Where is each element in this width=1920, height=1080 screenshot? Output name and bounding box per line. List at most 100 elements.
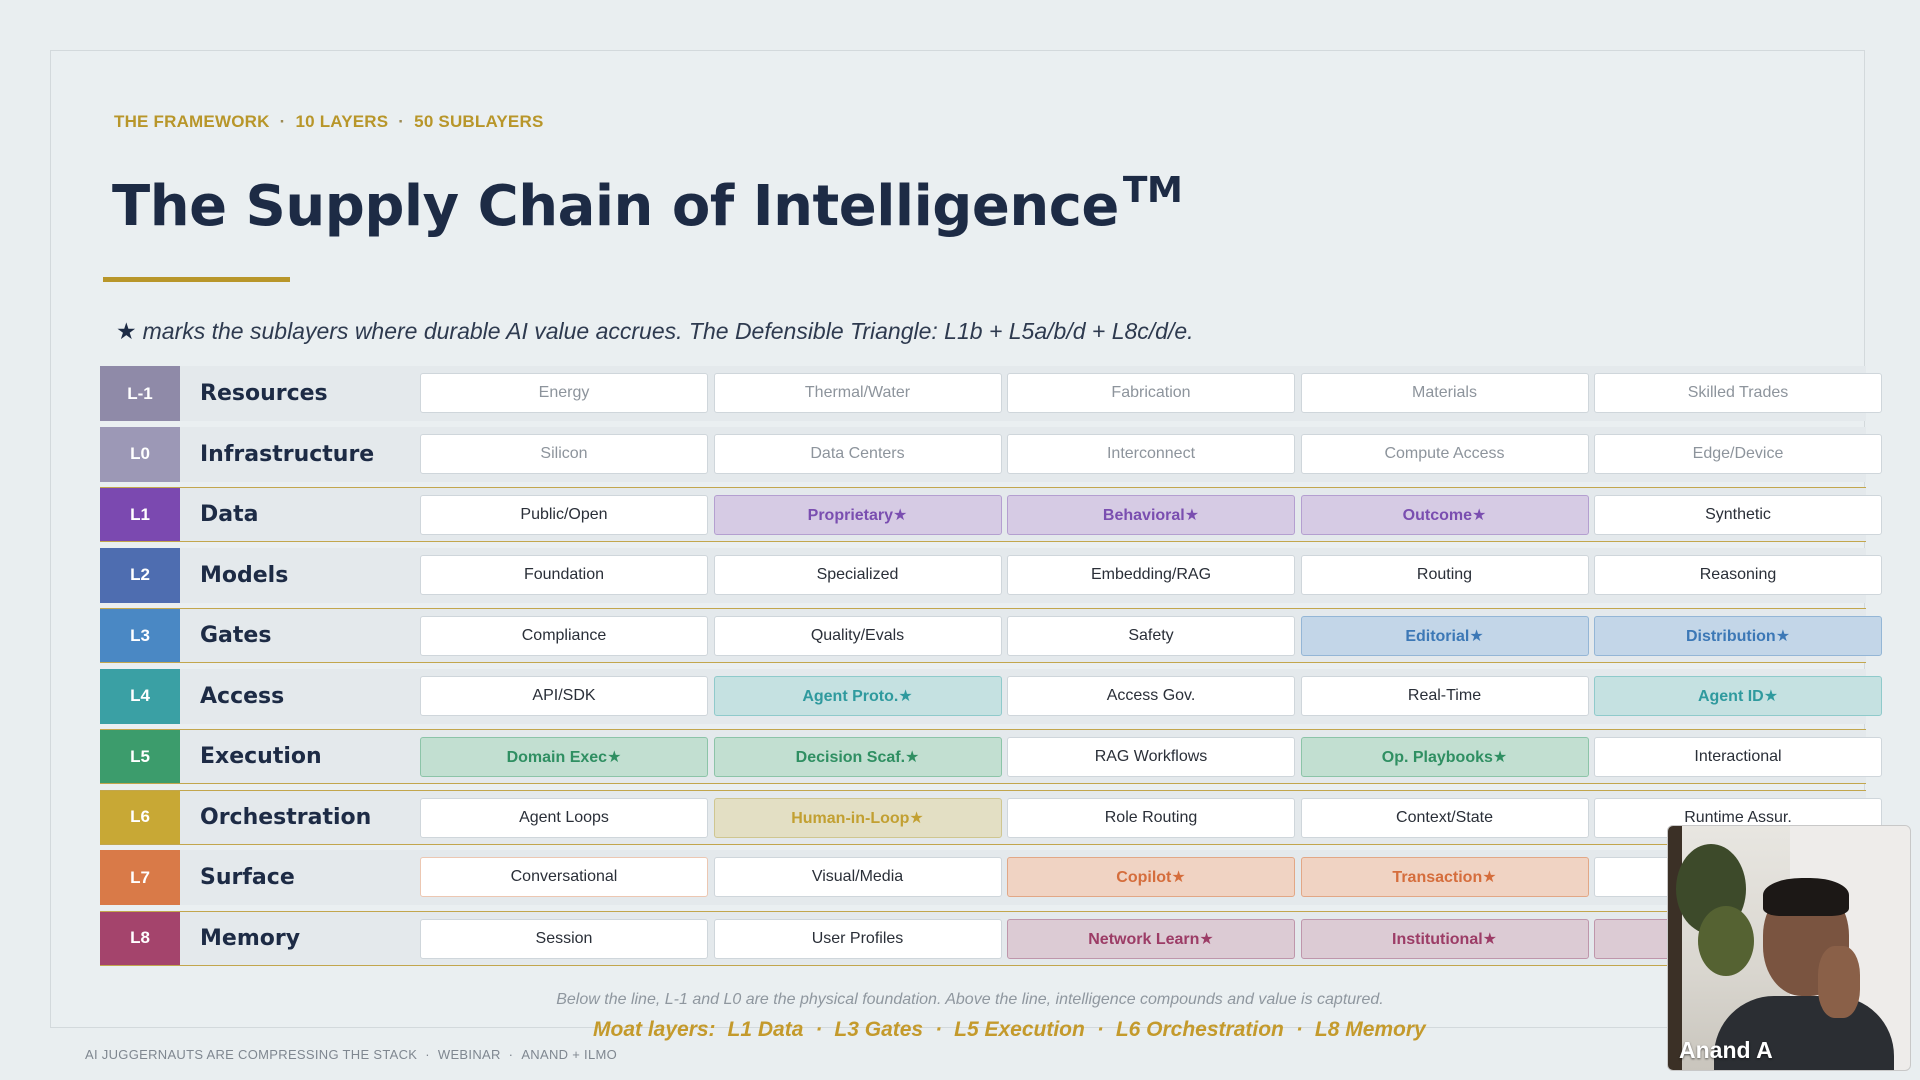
sublayer-cell: Conversational [420, 857, 708, 897]
sublayer-cell-starred: Copilot★ [1007, 857, 1295, 897]
moat-layer: L6 Orchestration [1115, 1018, 1284, 1041]
credit-text: ANAND + ILMO [521, 1047, 618, 1062]
sublayer-cell: Routing [1300, 554, 1589, 595]
layer-name: Orchestration [200, 804, 372, 830]
sublayer-cell: Foundation [420, 554, 708, 595]
layer-row: L5 Execution Domain Exec★Decision Scaf.★RA… [100, 729, 1882, 784]
layer-code-badge: L1 [100, 488, 180, 541]
layer-name: Data [200, 502, 259, 527]
layer-name: Access [200, 683, 285, 709]
layer-name: Infrastructure [200, 441, 375, 467]
sublayer-cell: Visual/Media [713, 857, 1002, 897]
sublayer-cell: Role Routing [1007, 797, 1295, 838]
layer-code-badge: L6 [100, 790, 180, 844]
trademark-mark: TM [1122, 170, 1183, 211]
sublayer-cell: API/SDK [420, 675, 708, 716]
sublayer-cell: Synthetic [1594, 495, 1882, 535]
layer-code-badge: L0 [100, 426, 180, 482]
layer-code-badge: L7 [100, 850, 180, 905]
moat-layer: L8 Memory [1314, 1018, 1426, 1041]
subtitle-text: marks the sublayers where durable AI val… [142, 318, 1194, 344]
sublayer-cell: Context/State [1300, 797, 1589, 838]
layer-code-badge: L5 [100, 730, 180, 783]
layer-code-badge: L2 [100, 547, 180, 603]
sublayer-cell: Materials [1300, 373, 1589, 413]
layer-name: Execution [200, 744, 322, 769]
slide-subtitle: ★marks the sublayers where durable AI va… [116, 318, 1194, 345]
sublayer-cell-starred: Agent ID★ [1594, 675, 1882, 716]
sublayer-cell-starred: Outcome★ [1300, 495, 1589, 535]
sublayer-cell: Energy [420, 373, 708, 413]
credit-separator: · [425, 1047, 430, 1062]
title-underline [103, 277, 290, 282]
sublayer-cell-starred: Network Learn★ [1007, 918, 1295, 959]
kicker-separator: · [279, 112, 286, 131]
sublayer-cell: User Profiles [713, 918, 1002, 959]
layer-name: Surface [200, 865, 295, 890]
sublayer-cell-starred: Behavioral★ [1007, 495, 1295, 535]
sublayer-cell-starred: Domain Exec★ [420, 737, 708, 777]
sublayer-cell-starred: Op. Playbooks★ [1300, 737, 1589, 777]
layer-name: Gates [200, 623, 272, 648]
sublayer-cell-starred: Distribution★ [1594, 616, 1882, 656]
sublayer-cell: Interconnect [1007, 433, 1295, 474]
sublayer-cell: Compliance [420, 616, 708, 656]
moat-layer: L3 Gates [834, 1018, 924, 1041]
layer-name: Resources [200, 381, 328, 406]
sublayer-cell: Interactional [1594, 737, 1882, 777]
sublayer-cell: RAG Workflows [1007, 737, 1295, 777]
sublayer-cell: Agent Loops [420, 797, 708, 838]
moat-layer: L5 Execution [954, 1018, 1085, 1041]
sublayer-cell: Real-Time [1300, 675, 1589, 716]
kicker-part: THE FRAMEWORK [114, 112, 270, 131]
layer-code-badge: L8 [100, 911, 180, 965]
slide-title-text: The Supply Chain of Intelligence [112, 174, 1119, 239]
credit-text: AI JUGGERNAUTS ARE COMPRESSING THE STACK [85, 1047, 418, 1062]
moat-layer: L1 Data [727, 1018, 804, 1041]
footnote-text: Below the line, L-1 and L0 are the physi… [556, 991, 1384, 1008]
participant-video-tile[interactable]: Anand A [1667, 825, 1911, 1071]
footnote: Below the line, L-1 and L0 are the physi… [0, 991, 1920, 1009]
moat-separator: · [1096, 1018, 1104, 1041]
sublayer-cell: Safety [1007, 616, 1295, 656]
sublayer-cell-starred: Decision Scaf.★ [713, 737, 1002, 777]
layer-code-badge: L4 [100, 668, 180, 724]
sublayer-cell-starred: Agent Proto.★ [713, 675, 1002, 716]
moat-label: Moat layers: [593, 1018, 716, 1041]
sublayer-cell: Quality/Evals [713, 616, 1002, 656]
star-icon: ★ [116, 318, 137, 344]
sublayer-cell: Silicon [420, 433, 708, 474]
moat-summary: Moat layers: L1 Data · L3 Gates · L5 Exe… [593, 1018, 1426, 1042]
sublayer-cell: Thermal/Water [713, 373, 1002, 413]
participant-name: Anand A [1679, 1037, 1773, 1063]
slide-credits: AI JUGGERNAUTS ARE COMPRESSING THE STACK… [85, 1047, 617, 1062]
kicker-part: 50 SUBLAYERS [414, 112, 544, 131]
credit-separator: · [508, 1047, 514, 1062]
moat-separator: · [1295, 1018, 1303, 1041]
layer-code-badge: L3 [100, 609, 180, 662]
sublayer-cell: Edge/Device [1594, 433, 1882, 474]
sublayer-cell: Access Gov. [1007, 675, 1295, 716]
moat-separator: · [935, 1018, 943, 1041]
plant-icon [1698, 906, 1754, 976]
layer-name: Memory [200, 925, 301, 951]
sublayer-cell: Fabrication [1007, 373, 1295, 413]
sublayer-cell: Embedding/RAG [1007, 554, 1295, 595]
sublayer-cell: Data Centers [713, 433, 1002, 474]
sublayer-cell: Reasoning [1594, 554, 1882, 595]
layer-code-badge: L-1 [100, 366, 180, 421]
sublayer-cell: Compute Access [1300, 433, 1589, 474]
sublayer-cell: Session [420, 918, 708, 959]
kicker-separator: · [398, 112, 405, 131]
kicker-part: 10 LAYERS [295, 112, 389, 131]
participant-hand [1818, 946, 1860, 1018]
participant-hair [1763, 878, 1849, 916]
moat-separator: · [815, 1018, 823, 1041]
